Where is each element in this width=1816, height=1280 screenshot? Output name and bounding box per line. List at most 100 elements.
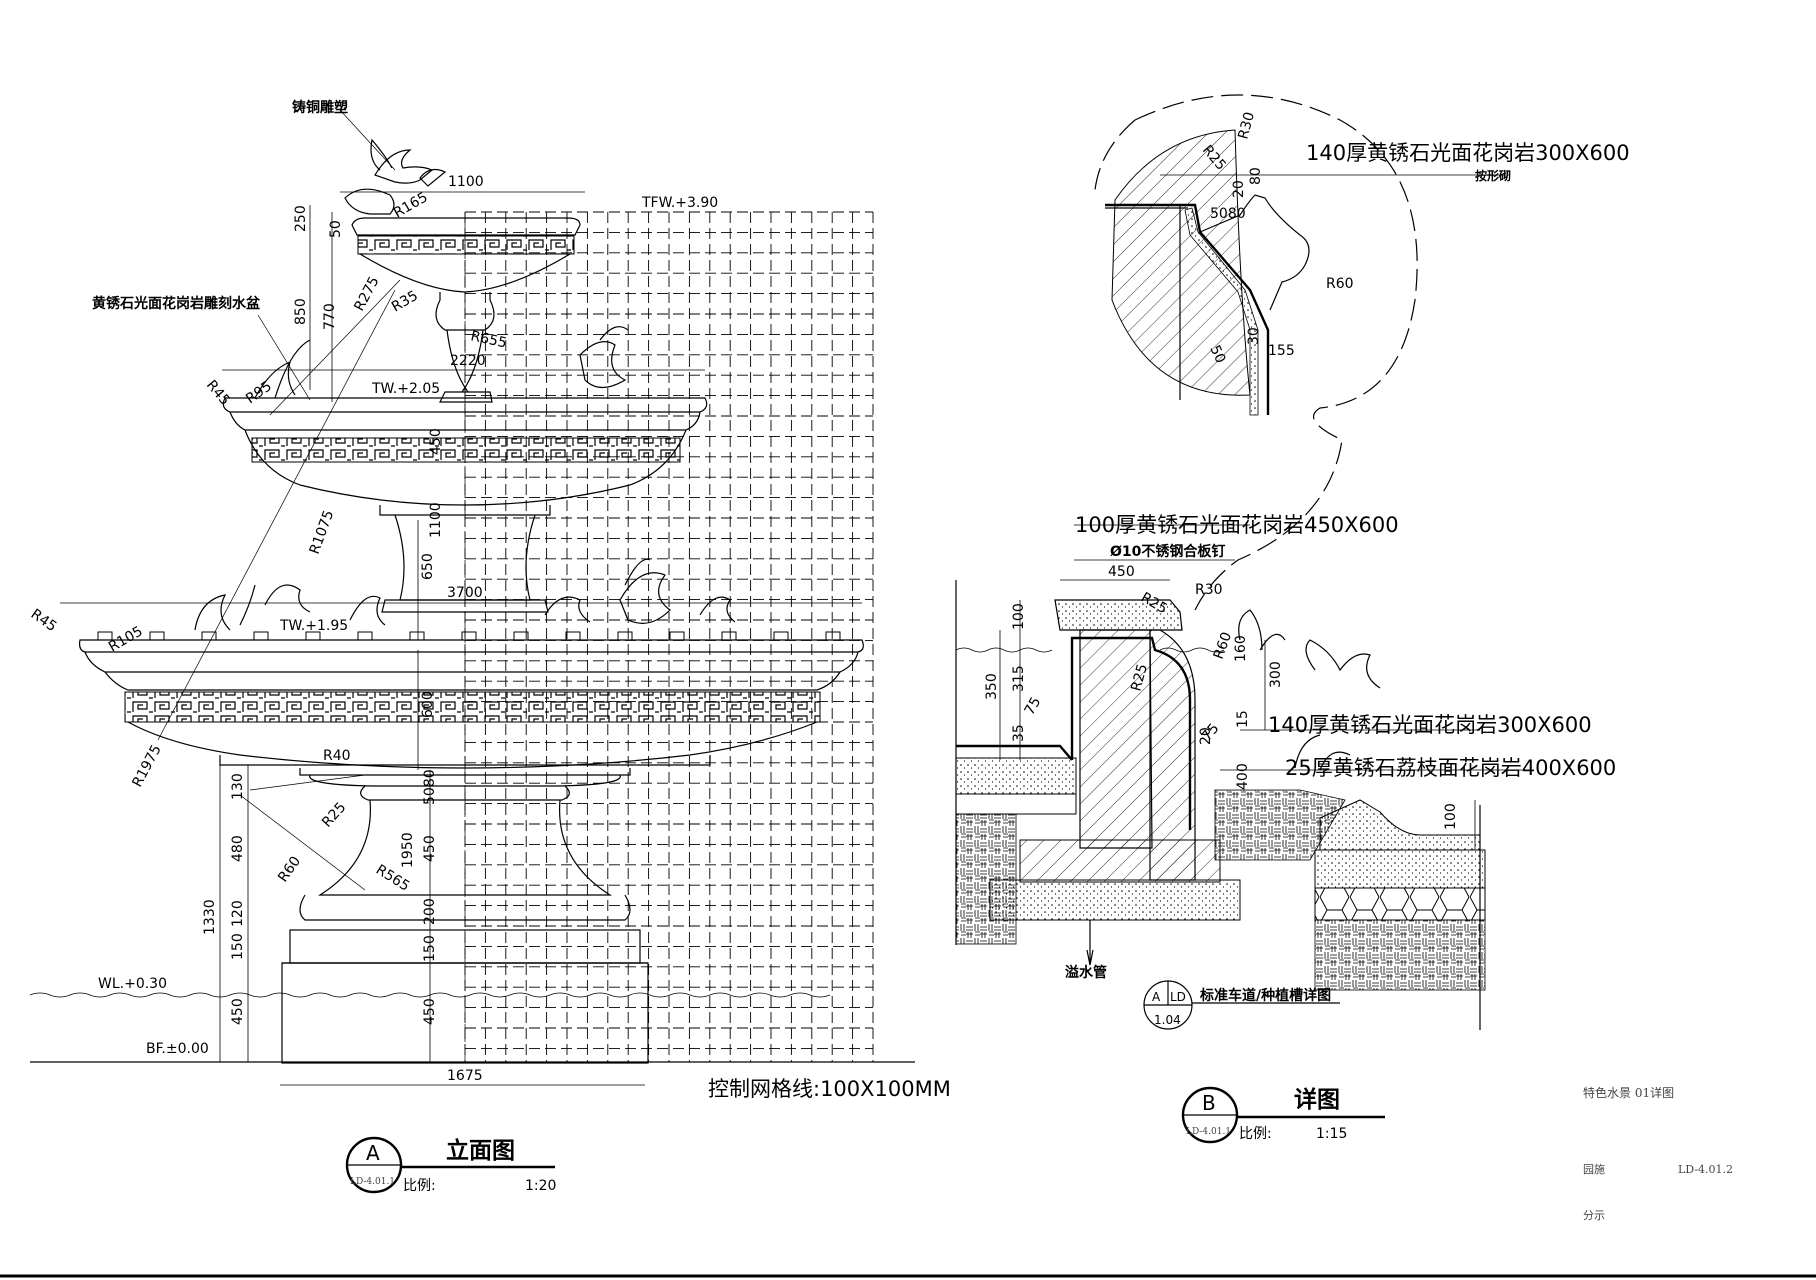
elevation-view: 铸铜雕塑 黄锈石光面花岗岩雕刻水盆 TFW.+3.90 TW.+2.05 TW.… <box>28 99 951 1194</box>
bubble-detail <box>1105 129 1310 416</box>
dim-1330: 1330 <box>202 899 218 935</box>
dim-120: 120 <box>230 900 246 927</box>
rim-notch <box>201 631 217 641</box>
sheet-label-b: 分示 <box>1583 1209 1605 1222</box>
d-350: 350 <box>984 673 1000 700</box>
label-tfw: TFW.+3.90 <box>641 195 718 211</box>
rim-notch <box>253 631 269 641</box>
rim-notch <box>357 631 373 641</box>
d-100: 100 <box>1011 603 1027 630</box>
radius-1975: R1975 <box>129 742 164 790</box>
radius-95: R95 <box>243 378 275 407</box>
section-detail <box>955 174 1530 1030</box>
dim-chains <box>60 191 862 1086</box>
dim-770: 770 <box>322 303 338 330</box>
sheet-label-a: 园施 <box>1583 1163 1605 1176</box>
label-wl: WL.+0.30 <box>98 976 167 992</box>
rim-notch <box>825 631 841 641</box>
d-75: 75 <box>1022 695 1045 718</box>
d-50: 50 <box>1206 343 1228 366</box>
d-35: 35 <box>1011 724 1027 742</box>
detail-view: 140厚黄锈石光面花岗岩300X600 按形砌 100厚黄锈石光面花岗岩450X… <box>955 94 1630 1144</box>
d-100b: 100 <box>1443 803 1459 830</box>
d-300: 300 <box>1268 661 1284 688</box>
label-basin: 黄锈石光面花岗岩雕刻水盆 <box>92 295 261 312</box>
title-a-title: 立面图 <box>446 1137 515 1164</box>
radius-40: R40 <box>323 748 351 764</box>
rim-notch <box>513 631 529 641</box>
label-bf: BF.±0.00 <box>146 1041 209 1057</box>
rim-notch <box>305 631 321 641</box>
d-20b: 20 <box>1198 727 1214 745</box>
lower-basin <box>78 558 864 769</box>
dim-650: 650 <box>420 553 436 580</box>
rim-notch <box>721 631 737 641</box>
d-r60b: R60 <box>1211 630 1235 661</box>
d-450: 450 <box>1108 564 1135 580</box>
detail-note-top: 140厚黄锈石光面花岗岩300X600 <box>1306 141 1630 165</box>
detail-note-140: 140厚黄锈石光面花岗岩300X600 <box>1268 713 1592 737</box>
bronze-sculpture-top <box>344 138 447 215</box>
dim-130: 130 <box>230 773 246 800</box>
detail-overflow: 溢水管 <box>1065 964 1107 981</box>
dim-top-width: 1100 <box>448 174 484 190</box>
detail-note-100: 100厚黄锈石光面花岗岩450X600 <box>1075 513 1399 537</box>
d-20: 20 <box>1231 180 1247 198</box>
sheet-info: 特色水景 01详图 园施 LD-4.01.2 分示 <box>1583 1085 1733 1222</box>
radius-165: R165 <box>391 189 431 221</box>
title-b-scale-label: 比例: <box>1239 1126 1272 1142</box>
label-grid-note: 控制网格线:100X100MM <box>708 1077 951 1101</box>
title-block-a: A LD-4.01.1 立面图 比例: 1:20 <box>345 1136 556 1194</box>
d-5080: 5080 <box>1210 206 1246 222</box>
radius-45b: R45 <box>28 606 60 635</box>
detail-note-top2: 按形砌 <box>1475 168 1511 183</box>
d-r30a: R30 <box>1235 110 1258 141</box>
dim-850: 850 <box>293 298 309 325</box>
label-bronze-sculpture: 铸铜雕塑 <box>292 99 348 116</box>
dim-480: 480 <box>230 835 246 862</box>
title-a-sheet: LD-4.01.1 <box>350 1177 395 1187</box>
dim-450b: 450 <box>422 835 438 862</box>
leaders <box>157 109 401 891</box>
label-tw-lower: TW.+1.95 <box>279 618 348 634</box>
rim-notch <box>97 631 113 641</box>
dim-low-width: 3700 <box>447 585 483 601</box>
rim-notch <box>617 631 633 641</box>
ref-mark-letter: A <box>1152 990 1161 1004</box>
dim-1950: 1950 <box>400 832 416 868</box>
dim-450top: 450 <box>428 428 444 455</box>
d-15: 15 <box>1235 710 1251 728</box>
dim-450: 450 <box>230 998 246 1025</box>
d-315: 315 <box>1011 665 1027 692</box>
title-a-scale: 1:20 <box>525 1178 556 1194</box>
d-80: 80 <box>1248 167 1264 185</box>
dim-450c: 450 <box>422 998 438 1025</box>
d-r60a: R60 <box>1326 276 1354 292</box>
top-basin <box>351 217 581 403</box>
rim-notch <box>565 631 581 641</box>
ref-mark-num: 1.04 <box>1154 1013 1181 1027</box>
radius-45a: R45 <box>203 377 233 408</box>
d-155: 155 <box>1268 343 1295 359</box>
radius-25: R25 <box>319 799 349 830</box>
radius-275: R275 <box>351 274 382 314</box>
rim-notch <box>409 631 425 641</box>
dim-5080: 5080 <box>422 769 438 805</box>
title-b-title: 详图 <box>1294 1086 1340 1113</box>
d-160: 160 <box>1233 635 1249 662</box>
dim-mid-width: 2220 <box>450 353 486 369</box>
dim-600: 600 <box>420 691 436 718</box>
rim-notch <box>669 631 685 641</box>
radius-1075: R1075 <box>307 508 338 556</box>
title-b-mark: B <box>1202 1091 1216 1115</box>
control-grid <box>464 211 874 1062</box>
dim-base-width: 1675 <box>447 1068 483 1084</box>
radius-105: R105 <box>106 623 146 655</box>
ref-mark-text: 标准车道/种植槽详图 <box>1199 987 1331 1004</box>
dim-200: 200 <box>422 898 438 925</box>
sheet-drawing-name: 特色水景 01详图 <box>1583 1085 1674 1100</box>
d-400: 400 <box>1235 763 1251 790</box>
detail-callout-circle <box>1134 94 1418 611</box>
dim-50: 50 <box>328 220 344 238</box>
